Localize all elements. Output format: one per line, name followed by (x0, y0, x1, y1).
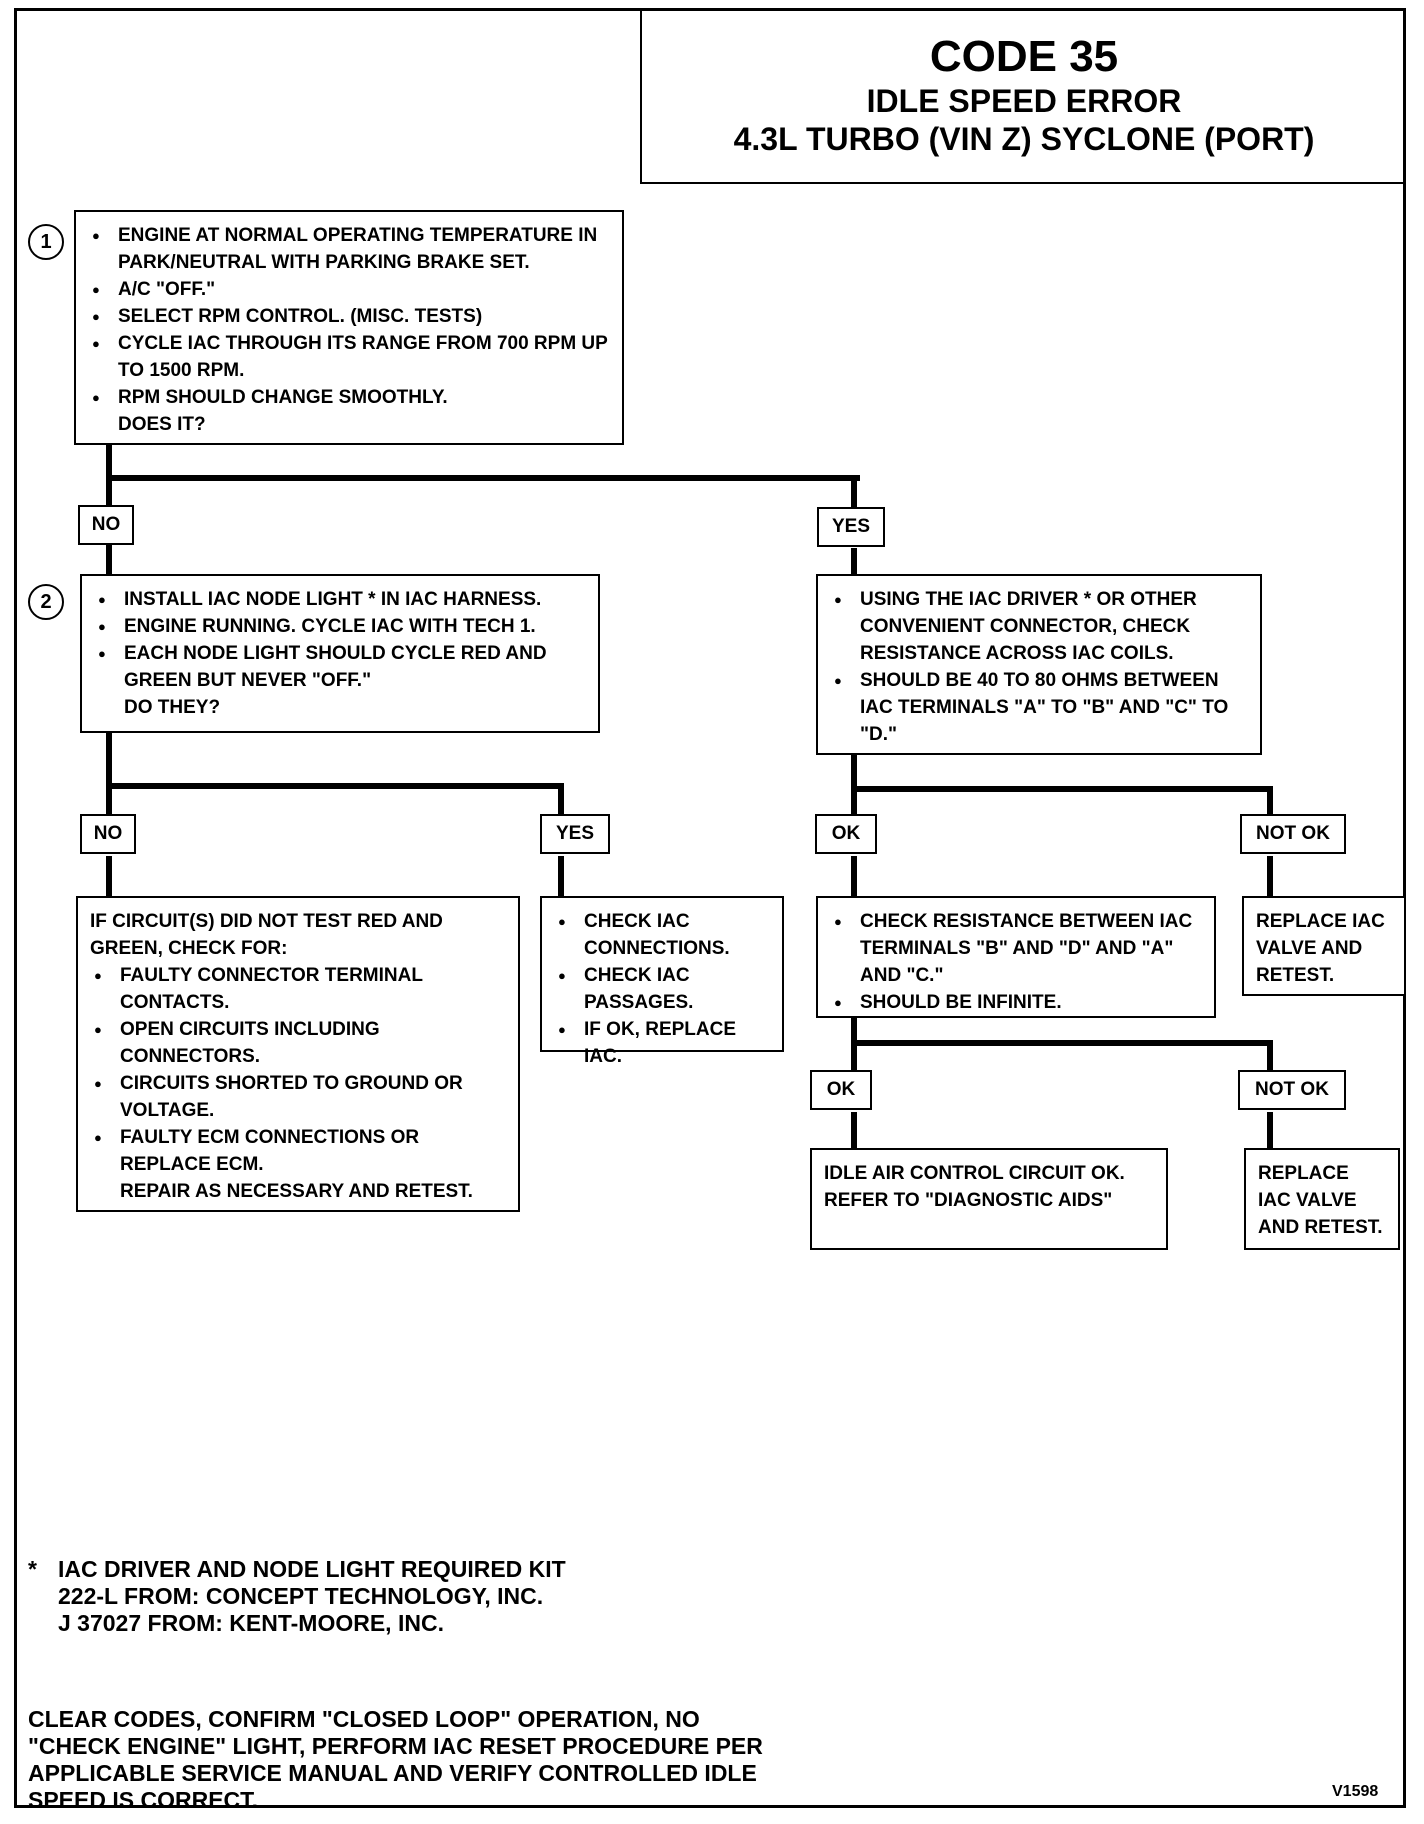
circuit-fault-bullet: FAULTY ECM CONNECTIONS OR REPLACE ECM. (90, 1124, 506, 1178)
connector (106, 475, 860, 481)
connector (558, 856, 564, 896)
closing-note-line: CLEAR CODES, CONFIRM "CLOSED LOOP" OPERA… (28, 1706, 700, 1732)
resistance-check-bullet: SHOULD BE 40 TO 80 OHMS BETWEEN IAC TERM… (830, 667, 1248, 748)
footnote-line: J 37027 FROM: KENT-MOORE, INC. (58, 1610, 444, 1636)
footnote: * IAC DRIVER AND NODE LIGHT REQUIRED KIT… (28, 1556, 708, 1637)
ok-label: OK (815, 814, 877, 854)
connector (1267, 786, 1273, 814)
circuit-ok-text: IDLE AIR CONTROL CIRCUIT OK. REFER TO "D… (824, 1163, 1125, 1211)
circuit-fault-bullet: FAULTY CONNECTOR TERMINAL CONTACTS. (90, 962, 506, 1016)
title-line-1: IDLE SPEED ERROR (866, 83, 1182, 119)
step-1-bullet: CYCLE IAC THROUGH ITS RANGE FROM 700 RPM… (88, 330, 610, 384)
check-iac-box: CHECK IAC CONNECTIONS. CHECK IAC PASSAGE… (540, 896, 784, 1067)
infinite-check-bullet: SHOULD BE INFINITE. (830, 989, 1202, 1016)
step-1-question: DOES IT? (118, 414, 206, 435)
check-iac-bullet: CHECK IAC PASSAGES. (554, 962, 770, 1016)
step-2-box: INSTALL IAC NODE LIGHT * IN IAC HARNESS.… (80, 574, 600, 733)
connector (106, 733, 112, 814)
step-1-box: ENGINE AT NORMAL OPERATING TEMPERATURE I… (74, 210, 624, 445)
connector (851, 856, 857, 896)
infinite-check-bullet: CHECK RESISTANCE BETWEEN IAC TERMINALS "… (830, 908, 1202, 989)
connector (851, 1040, 1273, 1046)
circuit-fault-intro: IF CIRCUIT(S) DID NOT TEST RED AND GREEN… (90, 911, 443, 959)
circuit-fault-bullet: OPEN CIRCUITS INCLUDING CONNECTORS. (90, 1016, 506, 1070)
check-iac-bullet: IF OK, REPLACE IAC. (554, 1016, 770, 1070)
connector (558, 783, 564, 814)
closing-note-line: SPEED IS CORRECT. (28, 1787, 259, 1813)
replace-iac-text: REPLACE IAC VALVE AND RETEST. (1258, 1163, 1383, 1238)
footnote-star: * (28, 1556, 37, 1582)
connector (851, 1112, 857, 1148)
step-1-number: 1 (28, 224, 64, 260)
replace-iac-text: REPLACE IAC VALVE AND RETEST. (1256, 911, 1385, 986)
figure-id: V1598 (1332, 1783, 1379, 1800)
no-label: NO (80, 814, 136, 854)
resistance-check-box: USING THE IAC DRIVER * OR OTHER CONVENIE… (816, 574, 1262, 755)
replace-iac-box: REPLACE IAC VALVE AND RETEST. (1242, 896, 1406, 996)
circuit-ok-box: IDLE AIR CONTROL CIRCUIT OK. REFER TO "D… (810, 1148, 1168, 1250)
circuit-fault-bullet: CIRCUITS SHORTED TO GROUND OR VOLTAGE. (90, 1070, 506, 1124)
connector (851, 475, 857, 507)
step-2-bullet: INSTALL IAC NODE LIGHT * IN IAC HARNESS. (94, 586, 586, 613)
step-2-number: 2 (28, 584, 64, 620)
connector (851, 548, 857, 574)
infinite-check-box: CHECK RESISTANCE BETWEEN IAC TERMINALS "… (816, 896, 1216, 1018)
title-block: CODE 35 IDLE SPEED ERROR 4.3L TURBO (VIN… (640, 8, 1406, 184)
footnote-line: IAC DRIVER AND NODE LIGHT REQUIRED KIT (58, 1556, 566, 1582)
step-1-bullet: RPM SHOULD CHANGE SMOOTHLY. (88, 384, 610, 411)
replace-iac-box: REPLACE IAC VALVE AND RETEST. (1244, 1148, 1400, 1250)
closing-note: CLEAR CODES, CONFIRM "CLOSED LOOP" OPERA… (28, 1706, 928, 1814)
code-title: CODE 35 (929, 32, 1119, 81)
connector (106, 545, 112, 575)
step-2-bullet: EACH NODE LIGHT SHOULD CYCLE RED AND GRE… (94, 640, 586, 694)
no-label: NO (78, 505, 134, 545)
ok-label: OK (810, 1070, 872, 1110)
yes-label: YES (540, 814, 610, 854)
footnote-line: 222-L FROM: CONCEPT TECHNOLOGY, INC. (58, 1583, 544, 1609)
connector (1267, 856, 1273, 896)
not-ok-label: NOT OK (1240, 814, 1346, 854)
circuit-fault-box: IF CIRCUIT(S) DID NOT TEST RED AND GREEN… (76, 896, 520, 1212)
closing-note-line: APPLICABLE SERVICE MANUAL AND VERIFY CON… (28, 1760, 757, 1786)
title-line-2: 4.3L TURBO (VIN Z) SYCLONE (PORT) (733, 121, 1315, 157)
resistance-check-bullet: USING THE IAC DRIVER * OR OTHER CONVENIE… (830, 586, 1248, 667)
step-2-bullet: ENGINE RUNNING. CYCLE IAC WITH TECH 1. (94, 613, 586, 640)
not-ok-label: NOT OK (1238, 1070, 1346, 1110)
connector (851, 755, 857, 814)
closing-note-line: "CHECK ENGINE" LIGHT, PERFORM IAC RESET … (28, 1733, 763, 1759)
step-2-question: DO THEY? (124, 697, 221, 718)
connector (851, 786, 1273, 792)
connector (1267, 1040, 1273, 1070)
connector (1267, 1112, 1273, 1148)
step-1-bullet: ENGINE AT NORMAL OPERATING TEMPERATURE I… (88, 222, 610, 276)
connector (106, 783, 564, 789)
check-iac-bullet: CHECK IAC CONNECTIONS. (554, 908, 770, 962)
circuit-fault-closing: REPAIR AS NECESSARY AND RETEST. (120, 1181, 473, 1202)
step-1-bullet: A/C "OFF." (88, 276, 610, 303)
connector (106, 856, 112, 896)
step-1-bullet: SELECT RPM CONTROL. (MISC. TESTS) (88, 303, 610, 330)
yes-label: YES (817, 507, 885, 547)
